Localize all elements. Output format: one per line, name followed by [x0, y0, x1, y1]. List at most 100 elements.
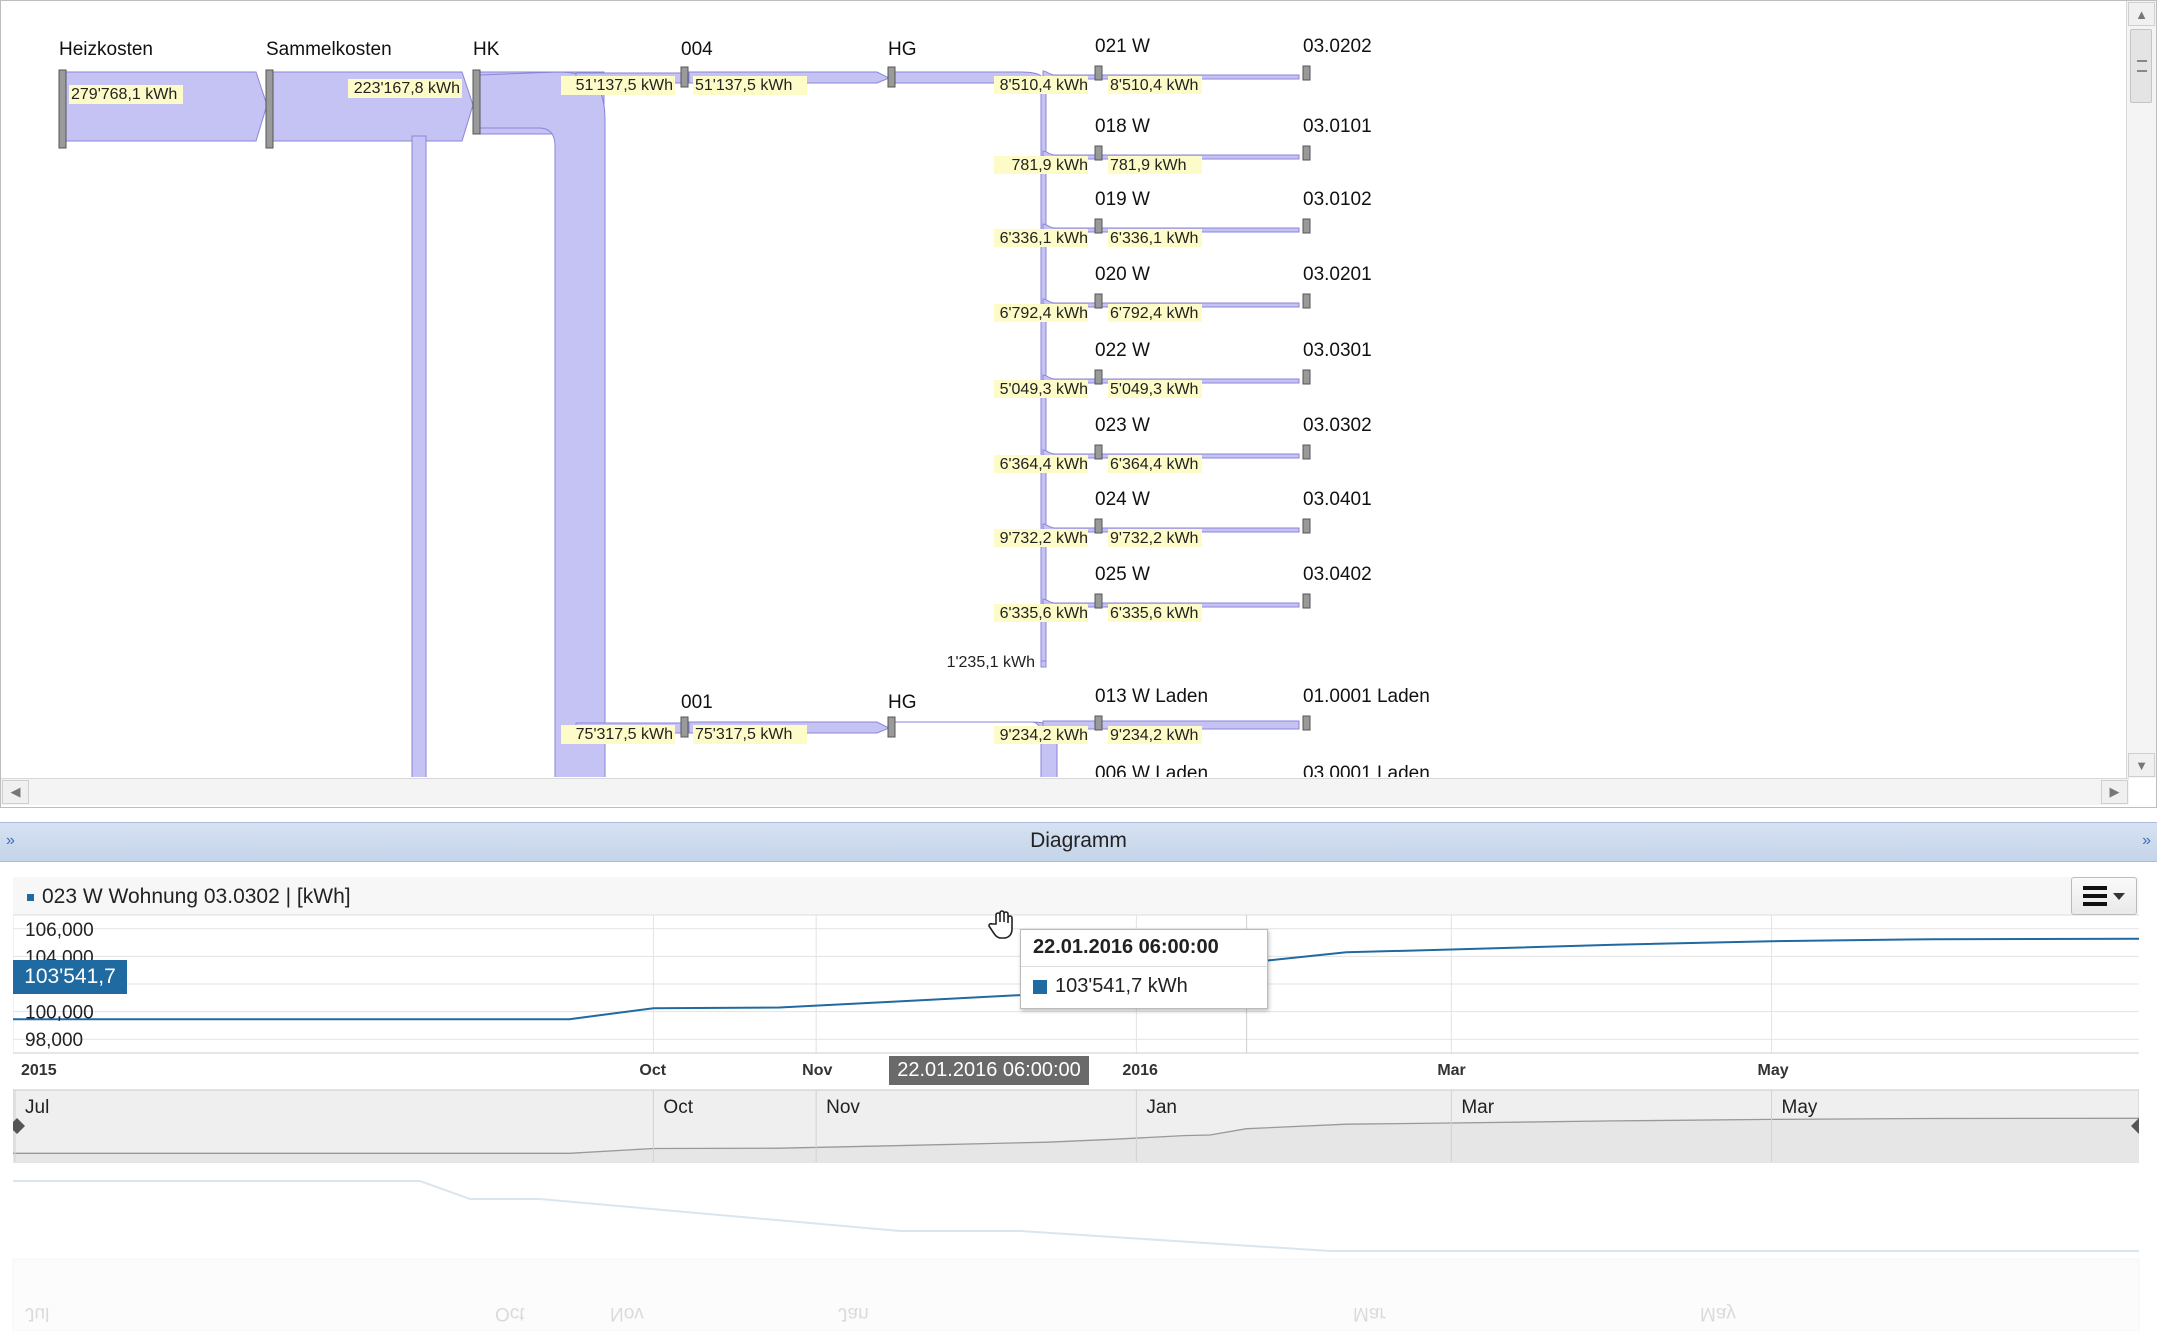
- value-highlight: [994, 455, 1088, 473]
- unit-in-value-1: 781,9 kWh: [1012, 157, 1088, 174]
- unit-label-4: 022 W: [1095, 340, 1150, 361]
- scroll-right-button[interactable]: ▶: [2101, 780, 2128, 804]
- tooltip-value: 103'541,7 kWh: [1055, 975, 1188, 997]
- unit-label-6: 024 W: [1095, 489, 1150, 510]
- unit-out-value-4: 5'049,3 kWh: [1110, 381, 1198, 398]
- legend-label: 023 W Wohnung 03.0302 | [kWh]: [42, 885, 351, 908]
- flow-heizkosten: [60, 71, 268, 142]
- navigator-line: [13, 1117, 2139, 1154]
- value-highlight: [69, 85, 183, 104]
- node-bar-laden: [1094, 715, 1103, 731]
- navigator-handle-left[interactable]: [13, 1118, 25, 1134]
- collapse-chevron-icon[interactable]: »: [2142, 832, 2151, 849]
- value-highlight: [994, 76, 1088, 94]
- remainder-value: 1'235,1 kWh: [947, 654, 1035, 671]
- arrow-left-icon: ◀: [10, 784, 21, 799]
- meter-label-next: 03.0001 Laden: [1303, 763, 1430, 777]
- node-bar-meter-5: [1302, 444, 1311, 460]
- navigator-tick-label: Oct: [663, 1097, 693, 1118]
- chart-grid: [13, 877, 2139, 1054]
- value-highlight: [1108, 304, 1202, 322]
- node-bar-meter-2: [1302, 218, 1311, 234]
- section-header[interactable]: » Diagramm »: [0, 822, 2157, 862]
- unit-in-value-4: 5'049,3 kWh: [1000, 381, 1088, 398]
- node-label-hk: HK: [473, 39, 500, 60]
- node-bar-meter-6: [1302, 518, 1311, 534]
- value-highlight: [1108, 76, 1202, 94]
- value-highlight: [994, 304, 1088, 322]
- horizontal-scrollbar[interactable]: ◀ ▶: [1, 778, 2129, 805]
- meter-label-7: 03.0402: [1303, 564, 1372, 585]
- value-highlight: [1108, 455, 1202, 473]
- hand-cursor-icon: [988, 910, 1013, 939]
- node-bar-main-5: [680, 716, 689, 738]
- value-highlight: [693, 725, 807, 744]
- value-highlight: [994, 726, 1088, 744]
- navigator-area: [13, 1118, 2139, 1162]
- sammelkosten-value: 223'167,8 kWh: [354, 80, 460, 97]
- unit-in-value-7: 6'335,6 kWh: [1000, 605, 1088, 622]
- navigator-tick-label: Jul: [25, 1097, 49, 1118]
- x-tick-label: Oct: [639, 1062, 666, 1079]
- navigator-handle-right[interactable]: [2131, 1118, 2139, 1134]
- chart-menu-button[interactable]: [2071, 877, 2137, 915]
- flow-sammelkosten-down: [411, 135, 427, 777]
- node-label-hg2: HG: [888, 692, 917, 713]
- unit-out-value-7: 6'335,6 kWh: [1110, 605, 1198, 622]
- arrow-down-icon: ▼: [2135, 757, 2148, 773]
- meter-label-laden: 01.0001 Laden: [1303, 686, 1430, 707]
- reflection-tick: Oct: [495, 1303, 525, 1324]
- node-bar-main-6: [887, 716, 896, 738]
- navigator-tick-label: May: [1782, 1097, 1818, 1118]
- unit-in-value-5: 6'364,4 kWh: [1000, 456, 1088, 473]
- value-highlight: [1108, 604, 1202, 622]
- unit-in-value-2: 6'336,1 kWh: [1000, 230, 1088, 247]
- y-tick-label: 106,000: [25, 920, 94, 941]
- legend-bar: [13, 877, 2139, 915]
- node-label-004: 004: [681, 39, 713, 60]
- unit-out-value-2: 6'336,1 kWh: [1110, 230, 1198, 247]
- unit-out-value-6: 9'732,2 kWh: [1110, 530, 1198, 547]
- chart-tooltip: 22.01.2016 06:00:00 103'541,7 kWh: [1020, 929, 1268, 1009]
- value-highlight: [1108, 229, 1202, 247]
- unit-label-next: 006 W Laden: [1095, 763, 1208, 777]
- unit-in-value-3: 6'792,4 kWh: [1000, 305, 1088, 322]
- scroll-left-button[interactable]: ◀: [2, 780, 29, 804]
- meter-label-6: 03.0401: [1303, 489, 1372, 510]
- reflection-tick: Jul: [25, 1303, 49, 1324]
- meter-label-1: 03.0101: [1303, 116, 1372, 137]
- chart-legend[interactable]: 023 W Wohnung 03.0302 | [kWh]: [27, 885, 351, 909]
- unit-label-0: 021 W: [1095, 36, 1150, 57]
- x-tick-label: May: [1758, 1062, 1789, 1079]
- vertical-scrollbar[interactable]: ▲ ▼: [2126, 1, 2156, 778]
- value-highlight: [994, 529, 1088, 547]
- hk-out-value: 51'137,5 kWh: [576, 77, 673, 94]
- grip-icon: [2137, 60, 2147, 72]
- value-highlight: [994, 380, 1088, 398]
- x-tick-label: 2015: [21, 1062, 57, 1079]
- unit-in-value-6: 9'732,2 kWh: [1000, 530, 1088, 547]
- scroll-down-button[interactable]: ▼: [2128, 753, 2155, 777]
- value-highlight: [1108, 529, 1202, 547]
- unit-label-2: 019 W: [1095, 189, 1150, 210]
- vertical-scroll-thumb[interactable]: [2130, 29, 2152, 103]
- flow-hk-down: [478, 71, 606, 777]
- series-swatch: [1033, 979, 1047, 994]
- section-title: Diagramm: [1030, 829, 1127, 852]
- y-tick-label: 100,000: [25, 1003, 94, 1024]
- unit-label-laden: 013 W Laden: [1095, 686, 1208, 707]
- x-tick-label: Nov: [802, 1062, 832, 1079]
- node-bar-main-3: [680, 66, 689, 88]
- scroll-up-button[interactable]: ▲: [2128, 2, 2155, 26]
- x-tick-label: 2016: [1122, 1062, 1158, 1079]
- unit-out-value-5: 6'364,4 kWh: [1110, 456, 1198, 473]
- sankey-nodes[interactable]: [58, 65, 1311, 738]
- collapse-chevron-icon[interactable]: »: [6, 832, 15, 849]
- laden-out-value: 9'234,2 kWh: [1110, 727, 1198, 744]
